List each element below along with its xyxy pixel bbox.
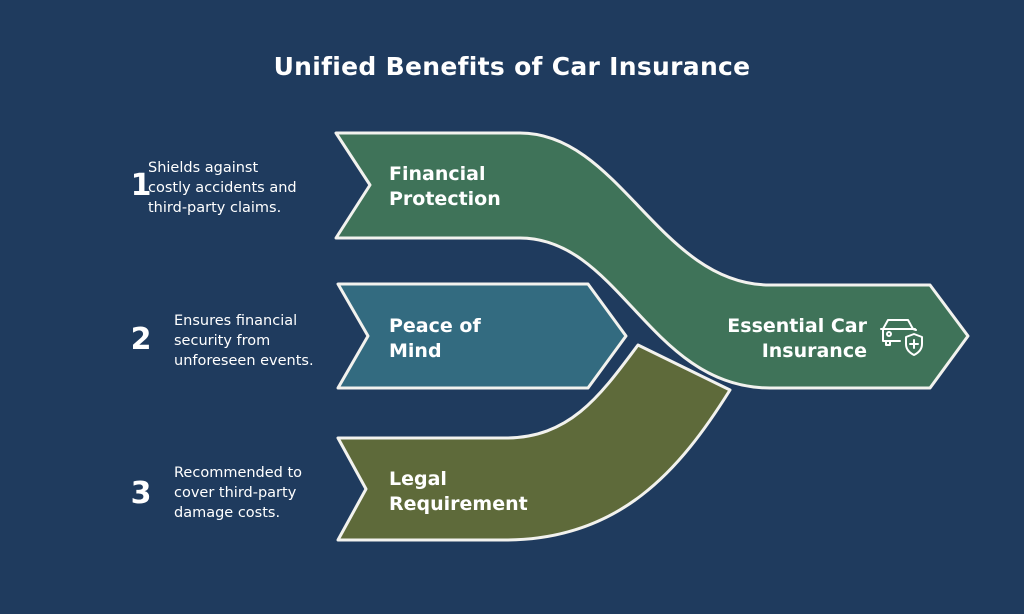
peace-of-mind-arrow [336,282,628,390]
financial-protection-band [334,131,970,390]
diagram-title: Unified Benefits of Car Insurance [273,52,751,81]
benefit-label-2: Peace of Mind [389,315,481,362]
benefit-number-3: 3 [130,476,152,511]
benefit-label-3: Legal Requirement [389,468,528,515]
benefit-description-3: Recommended to cover third-party damage … [174,465,303,521]
benefit-description-2: Ensures financial security from unforese… [174,313,314,369]
benefit-number-1: 1 [130,168,152,203]
legal-requirement-band [336,343,732,542]
benefit-description-1: Shields against costly accidents and thi… [148,160,297,216]
benefit-number-2: 2 [130,322,152,357]
car-shield-icon [880,319,923,356]
destination-label: Essential Car Insurance [727,315,867,362]
benefit-label-1: Financial Protection [389,163,501,210]
